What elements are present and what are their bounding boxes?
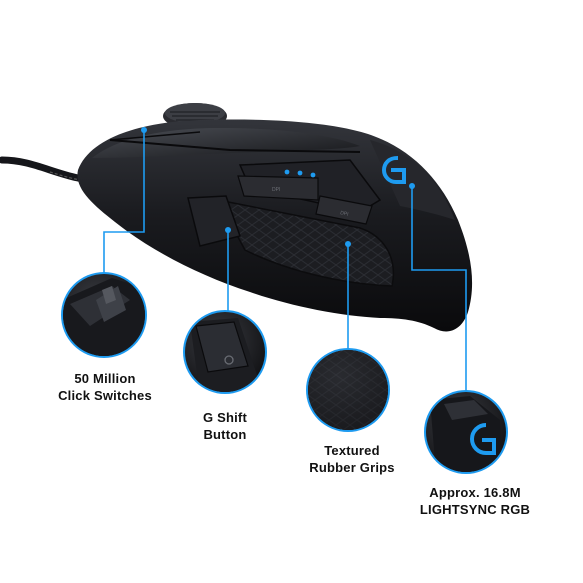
lightsync-label: Approx. 16.8M LIGHTSYNC RGB	[419, 485, 531, 517]
mouse-body	[77, 119, 473, 332]
rubber-grips-label: Textured Rubber Grips	[309, 443, 395, 475]
g-shift-label: G Shift Button	[202, 410, 247, 442]
rubber-grip-panel	[216, 198, 395, 287]
g-shift-callout-image	[183, 310, 267, 394]
callout-lines	[103, 127, 467, 392]
logitech-g-logo-icon	[382, 155, 406, 184]
lightsync-callout-image	[424, 390, 508, 474]
rubber-grips-callout-image	[306, 348, 390, 432]
click-switches-label: 50 Million Click Switches	[58, 371, 152, 403]
click-switches-callout-image	[61, 272, 147, 358]
g-shift-icon	[224, 355, 234, 365]
